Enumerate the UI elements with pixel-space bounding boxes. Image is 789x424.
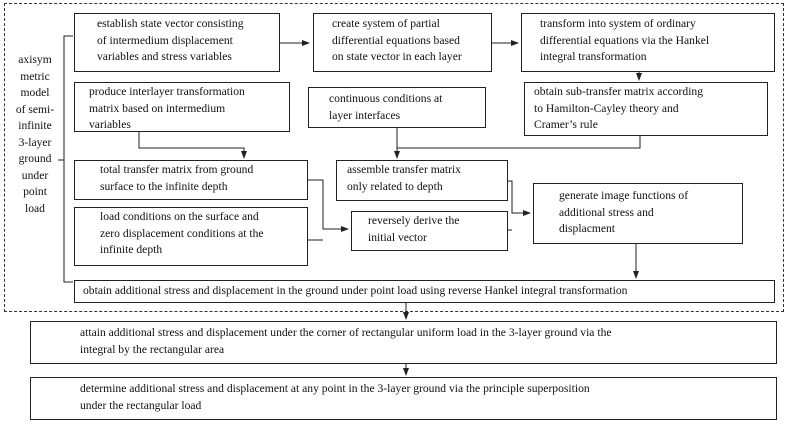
step-text: reversely derive the <box>368 214 460 227</box>
step-text: differential equations based <box>332 33 460 47</box>
step-text: Cramer’s rule <box>534 118 598 131</box>
step-total-transfer-matrix: total transfer matrix from ground surfac… <box>74 160 308 200</box>
step-state-vector: establish state vector consisting of int… <box>74 13 280 72</box>
model-boundary <box>4 3 784 312</box>
step-text: obtain sub-transfer matrix according <box>534 85 704 98</box>
step-text: establish state vector consisting <box>97 17 244 30</box>
step-text: additional stress and <box>559 205 654 219</box>
side-label-line: point <box>23 185 47 198</box>
step-text: produce interlayer transformation <box>89 85 245 98</box>
step-superposition: determine additional stress and displace… <box>30 377 777 420</box>
step-rectangular-area-integral: attain additional stress and displacemen… <box>30 321 777 364</box>
step-interlayer-matrix: produce interlayer transformation matrix… <box>74 82 290 132</box>
step-text: total transfer matrix from ground <box>100 163 254 176</box>
step-text: variables and stress variables <box>97 50 232 63</box>
step-image-functions: generate image functions of additional s… <box>533 183 743 244</box>
left-brace <box>63 35 73 283</box>
step-text: integral by the rectangular area <box>80 342 225 356</box>
step-text: to Hamilton-Cayley theory and <box>534 101 679 115</box>
step-reverse-hankel: obtain additional stress and displacemen… <box>74 280 775 303</box>
side-label-line: ground <box>18 152 52 165</box>
step-continuous-conditions: continuous conditions at layer interface… <box>308 87 486 128</box>
side-label-line: load <box>25 201 45 215</box>
step-text: obtain additional stress and displacemen… <box>83 284 628 297</box>
step-text: transform into system of ordinary <box>540 17 696 30</box>
side-label-line: axisym <box>18 53 52 66</box>
step-text: differential equations via the Hankel <box>540 33 710 47</box>
step-text: displacment <box>559 222 616 235</box>
side-label-line: 3-layer <box>18 135 52 149</box>
step-text: surface to the infinite depth <box>100 179 228 193</box>
arrow-b7-b10 <box>308 179 349 232</box>
step-text: infinite depth <box>100 243 163 256</box>
step-text: layer interfaces <box>329 108 401 122</box>
step-text: zero displacement conditions at the <box>100 226 264 240</box>
step-text: determine additional stress and displace… <box>80 382 590 395</box>
step-text: matrix based on intermedium <box>89 101 226 115</box>
side-label-line: model <box>20 86 50 99</box>
step-text: on state vector in each layer <box>332 50 462 63</box>
side-label-line: of semi- <box>15 102 55 116</box>
step-sub-transfer-matrix: obtain sub-transfer matrix according to … <box>524 82 768 136</box>
line-b6-merge <box>397 136 641 149</box>
step-text: variables <box>89 118 131 131</box>
step-text: integral transformation <box>540 50 647 63</box>
step-assemble-transfer-matrix: assemble transfer matrix only related to… <box>336 160 508 201</box>
step-text: initial vector <box>368 230 427 244</box>
step-text: generate image functions of <box>559 189 689 202</box>
step-text: assemble transfer matrix <box>347 163 461 176</box>
step-text: under the rectangular load <box>80 398 202 412</box>
side-label-line: metric <box>20 69 50 83</box>
side-label: axisym metric model of semi- infinite 3-… <box>10 52 60 217</box>
step-text: create system of partial <box>332 17 440 30</box>
step-partial-differential-equations: create system of partial differential eq… <box>313 13 492 72</box>
step-text: continuous conditions at <box>329 92 443 105</box>
side-label-line: under <box>21 168 49 182</box>
step-text: attain additional stress and displacemen… <box>80 326 612 339</box>
step-text: load conditions on the surface and <box>100 210 259 223</box>
step-text: of intermedium displacement <box>97 33 233 47</box>
side-label-line: infinite <box>18 119 52 132</box>
step-load-conditions: load conditions on the surface and zero … <box>74 207 308 266</box>
arrow-b4-b7 <box>138 132 247 159</box>
step-text: only related to depth <box>347 179 443 193</box>
arrow-b8-b11 <box>507 180 531 216</box>
step-hankel-transformation: transform into system of ordinary differ… <box>521 13 775 72</box>
step-initial-vector: reversely derive the initial vector <box>351 211 508 251</box>
